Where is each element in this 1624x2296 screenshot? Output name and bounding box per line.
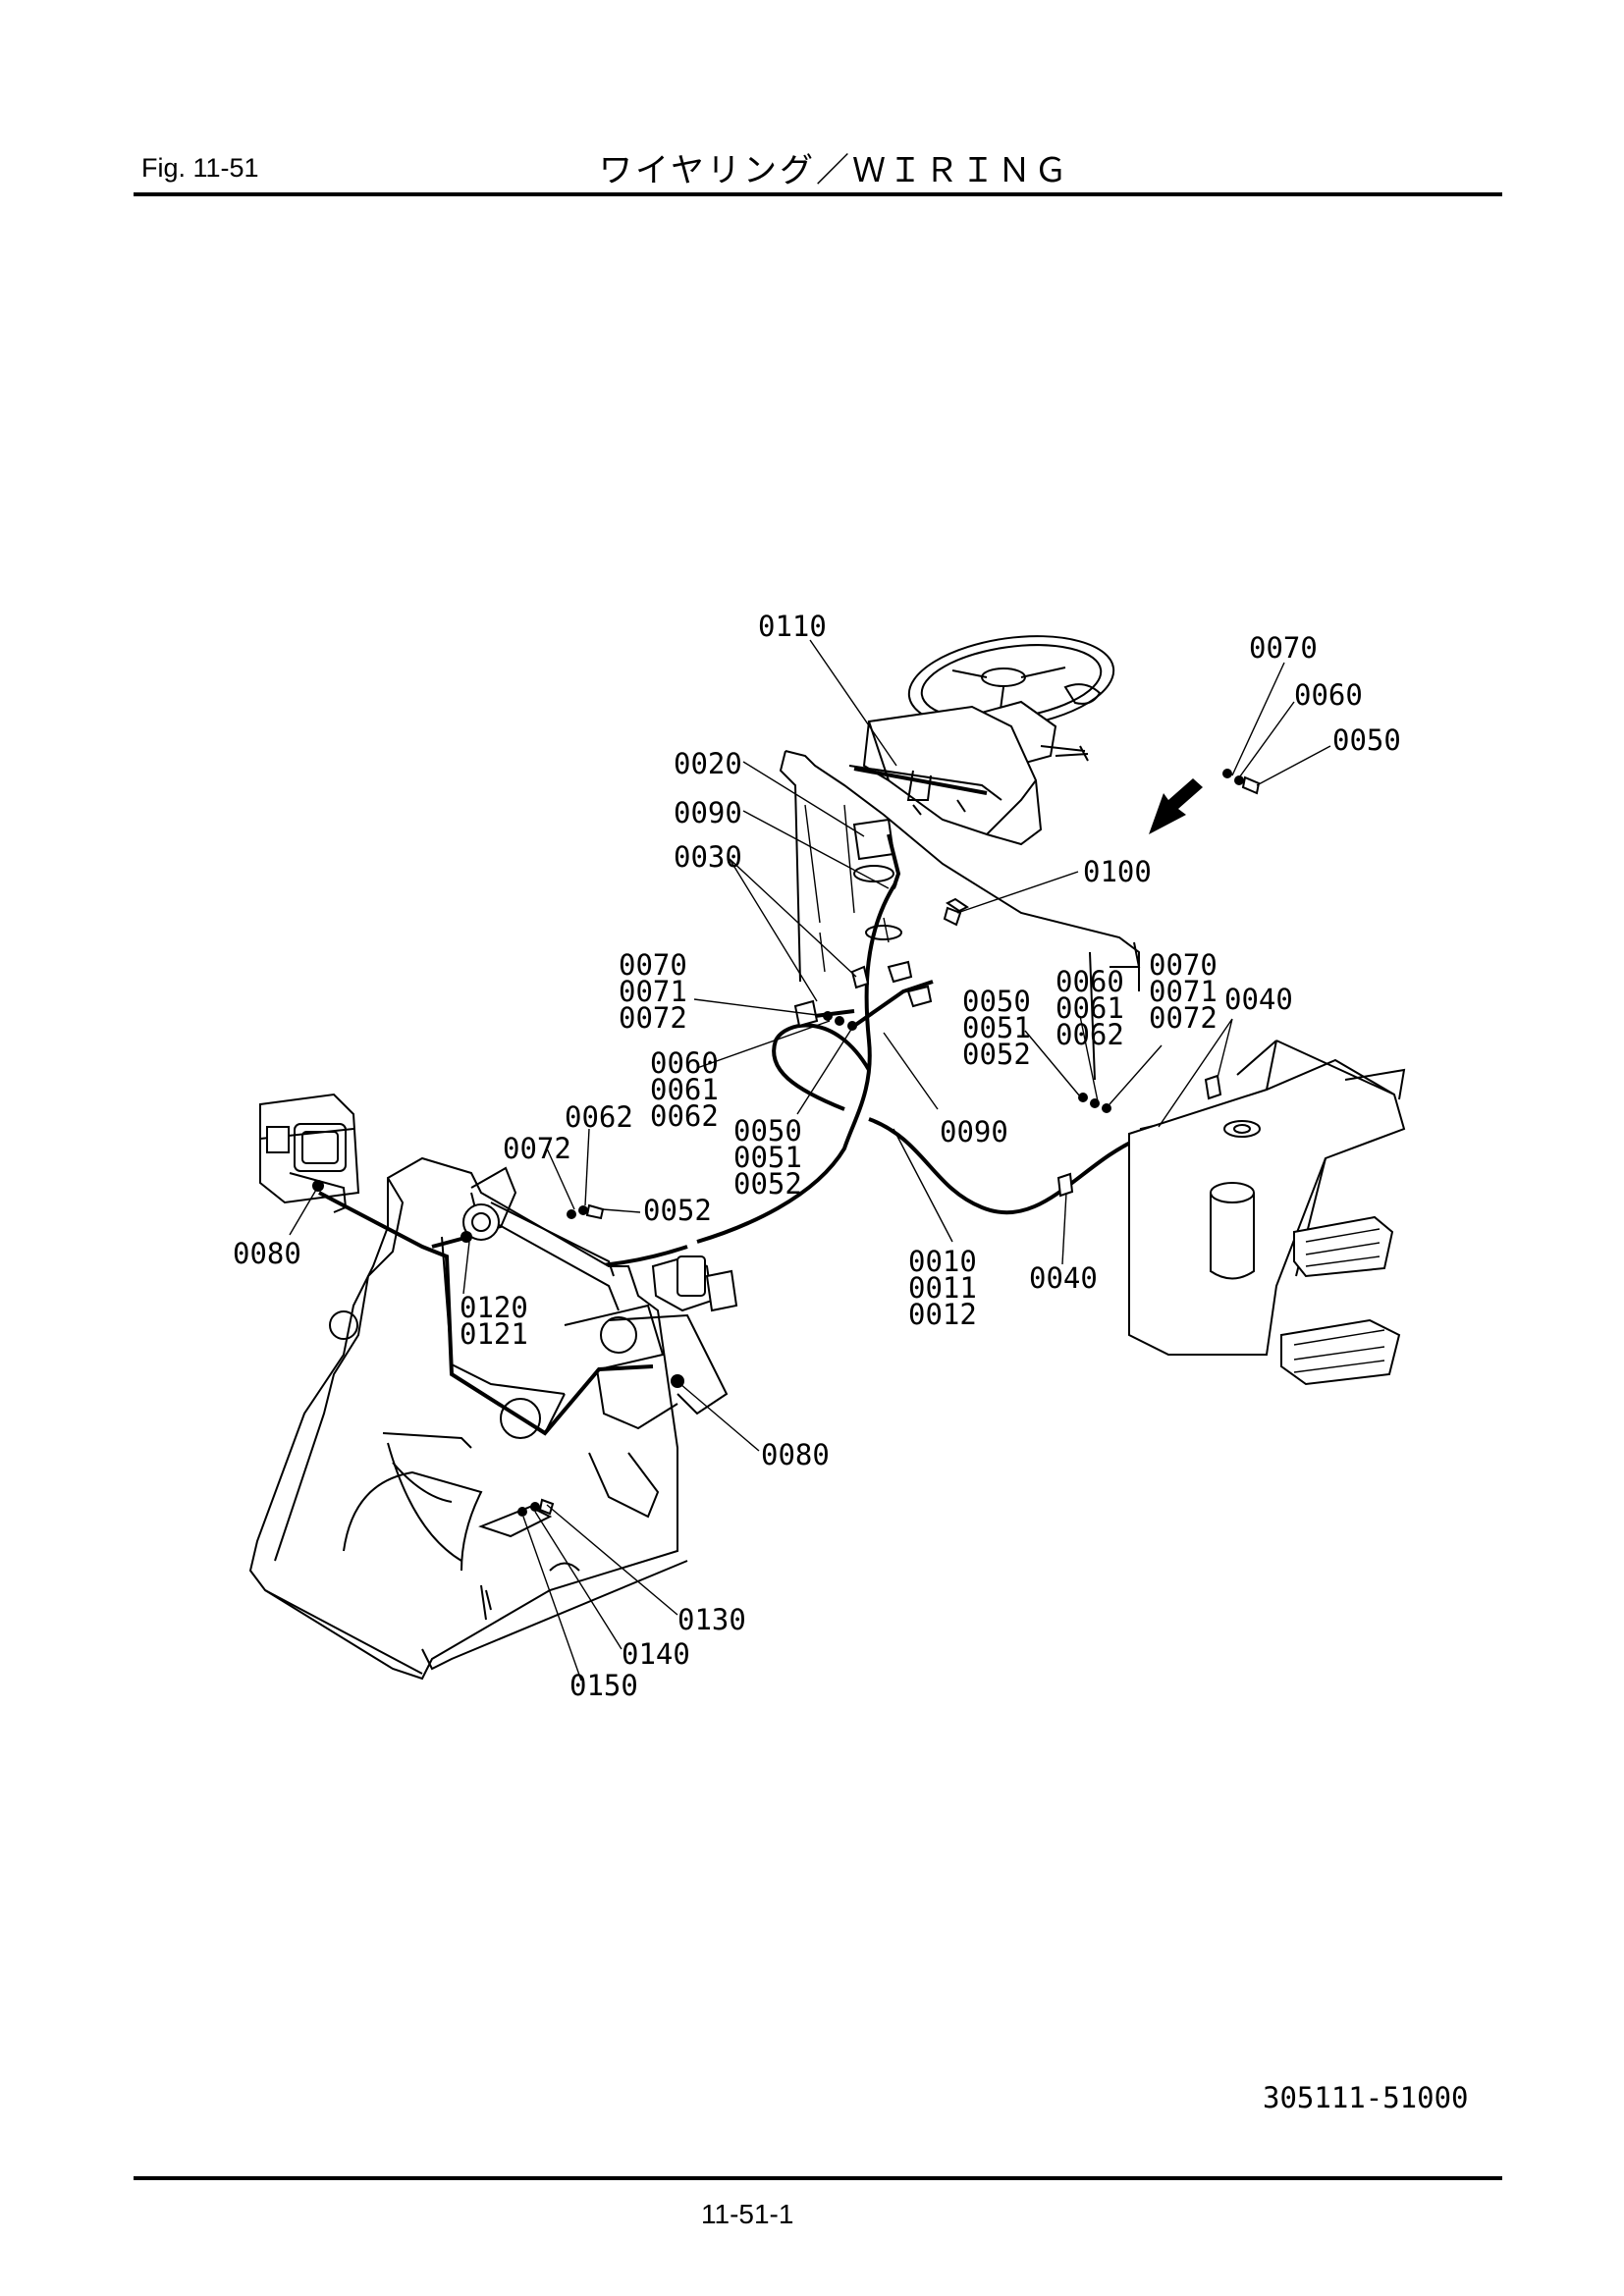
callout-0010: 0010 (908, 1245, 977, 1278)
callout-0062-m: 0062 (1056, 1018, 1124, 1051)
callout-0050-m: 0050 (962, 985, 1031, 1018)
front-frame-illustration (248, 1156, 738, 1681)
callout-0061-l2: 0061 (650, 1073, 719, 1106)
drawing-code: 305111-51000 (1263, 2081, 1469, 2114)
callout-0140: 0140 (622, 1637, 690, 1671)
callout-0060-l2: 0060 (650, 1046, 719, 1080)
callout-0011: 0011 (908, 1271, 977, 1305)
callout-0121: 0121 (460, 1317, 528, 1351)
callout-0062-hf: 0062 (565, 1100, 633, 1134)
page-number: 11-51-1 (701, 2199, 794, 2229)
callout-0040-b: 0040 (1029, 1261, 1098, 1295)
callout-0012: 0012 (908, 1298, 977, 1331)
callout-0052-b: 0052 (733, 1167, 802, 1201)
callout-0120: 0120 (460, 1291, 528, 1324)
left-work-light-illustration (259, 1093, 360, 1213)
callout-0070-top: 0070 (1249, 631, 1318, 665)
callout-0060-top: 0060 (1294, 678, 1363, 712)
callout-0062-l2: 0062 (650, 1099, 719, 1133)
callout-0051-m: 0051 (962, 1011, 1031, 1044)
callout-0020: 0020 (674, 747, 742, 780)
callout-leader-lines (289, 639, 1331, 1682)
header-rule (134, 192, 1502, 196)
callout-0100: 0100 (1083, 855, 1152, 888)
callout-0090-a: 0090 (674, 796, 742, 829)
callout-0072-hf: 0072 (503, 1132, 571, 1165)
wiring-harness (451, 881, 1222, 1269)
callout-labels: 0110 0070 0060 0050 0020 0090 0030 0100 … (233, 610, 1401, 1702)
callout-0070-r: 0070 (1149, 948, 1218, 982)
callout-0050-top: 0050 (1332, 723, 1401, 757)
callout-0061-m: 0061 (1056, 991, 1124, 1025)
hardware-parts (517, 769, 1261, 1517)
callout-0080-b: 0080 (761, 1438, 830, 1471)
callout-0150: 0150 (569, 1669, 638, 1702)
callout-0051-b: 0051 (733, 1141, 802, 1174)
callout-0071-l: 0071 (619, 975, 687, 1008)
callout-0052-m: 0052 (962, 1038, 1031, 1071)
callout-0130: 0130 (677, 1603, 746, 1636)
callout-0080-left: 0080 (233, 1237, 301, 1270)
figure-number: Fig. 11-51 (141, 153, 259, 183)
steering-column-illustration (779, 635, 1141, 1081)
page-title: ワイヤリング／ＷＩＲＩＮＧ (599, 152, 1070, 189)
callout-0030: 0030 (674, 840, 742, 874)
callout-0072-l: 0072 (619, 1001, 687, 1035)
callout-0110: 0110 (758, 610, 827, 643)
callout-0060-m: 0060 (1056, 965, 1124, 998)
callout-0050-b: 0050 (733, 1114, 802, 1148)
callout-0052-hf: 0052 (643, 1194, 712, 1227)
footer-rule (134, 2176, 1502, 2180)
tank-and-step-illustration (1128, 1040, 1406, 1386)
callout-0071-r: 0071 (1149, 975, 1218, 1008)
callout-0070-l: 0070 (619, 948, 687, 982)
callout-0090-b: 0090 (940, 1115, 1008, 1148)
callout-0072-r: 0072 (1149, 1001, 1218, 1035)
callout-0040-r: 0040 (1224, 983, 1293, 1016)
